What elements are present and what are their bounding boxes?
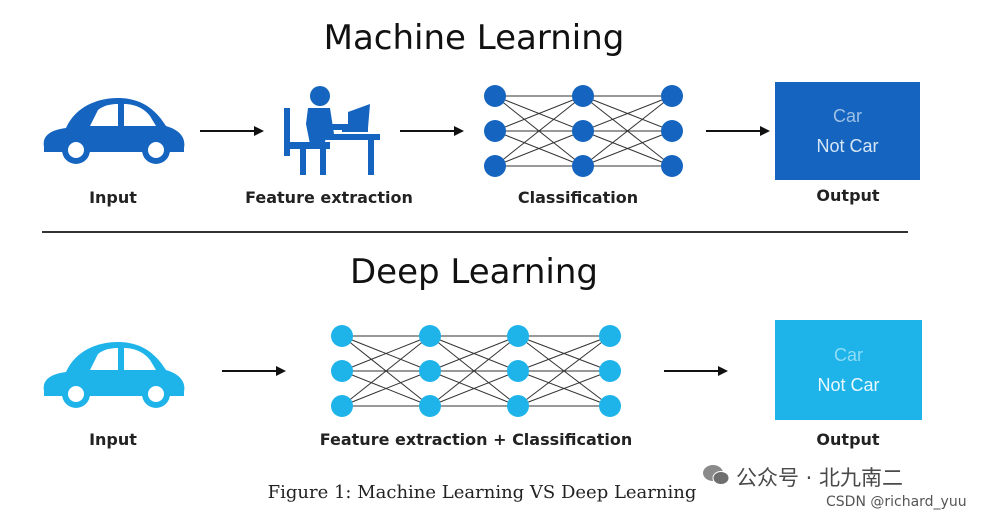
dl-output-car: Car: [833, 345, 863, 365]
dl-combined-label: Feature extraction + Classification: [319, 430, 633, 449]
watermark-csdn: CSDN @richard_yuu: [826, 494, 967, 510]
ml-title: Machine Learning: [323, 18, 625, 58]
person-at-desk-icon: [284, 86, 380, 175]
arrow-right-icon: [664, 366, 728, 376]
arrow-right-icon: [400, 126, 464, 136]
ml-output-car: Car: [832, 106, 862, 126]
dl-output-box: Car Not Car: [775, 320, 922, 420]
arrow-right-icon: [222, 366, 286, 376]
arrow-right-icon: [200, 126, 264, 136]
wechat-icon: [703, 465, 730, 485]
section-divider: [42, 231, 908, 233]
ml-classification-label: Classification: [517, 188, 639, 207]
dl-output-label: Output: [816, 430, 880, 449]
neural-network-icon: [331, 325, 621, 417]
ml-output-box: Car Not Car: [775, 82, 920, 180]
arrow-right-icon: [706, 126, 770, 136]
ml-feature-label: Feature extraction: [245, 188, 413, 207]
dl-title: Deep Learning: [349, 252, 599, 292]
car-icon: [43, 98, 185, 164]
car-icon: [43, 342, 185, 408]
ml-output-not-car: Not Car: [816, 136, 879, 156]
ml-input-label: Input: [89, 188, 137, 207]
figure-caption: Figure 1: Machine Learning VS Deep Learn…: [267, 482, 697, 503]
ml-output-label: Output: [816, 186, 880, 205]
dl-input-label: Input: [89, 430, 137, 449]
dl-output-not-car: Not Car: [817, 375, 880, 395]
neural-network-icon: [484, 85, 683, 177]
watermark-account: 公众号 · 北九南二: [736, 466, 904, 490]
